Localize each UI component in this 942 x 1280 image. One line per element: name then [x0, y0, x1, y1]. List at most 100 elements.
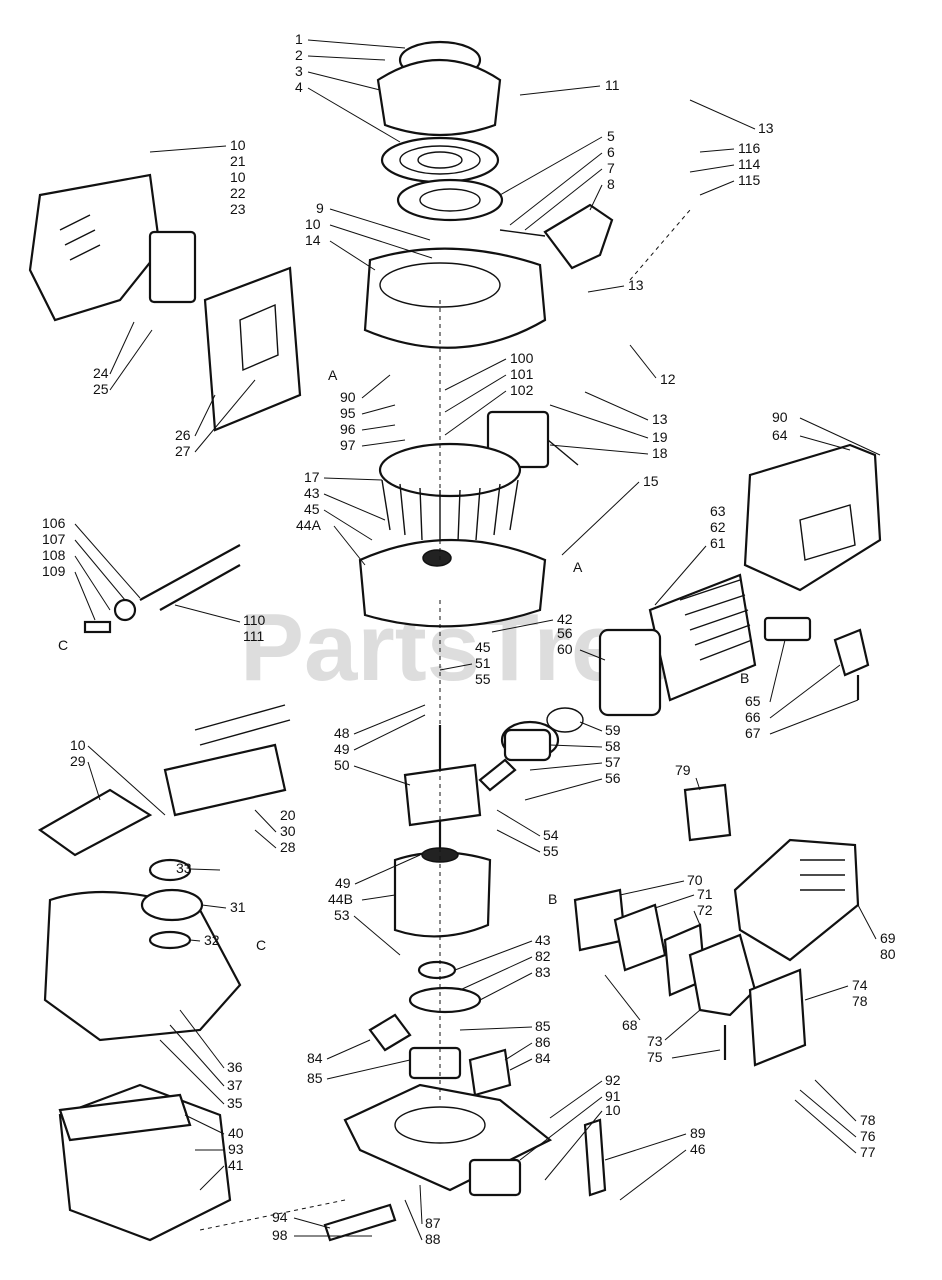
callout-3: 3 [295, 63, 303, 79]
callout-29: 29 [70, 753, 86, 769]
drive-shaft-part[interactable] [83, 544, 241, 634]
callout-66: 66 [745, 709, 761, 725]
callout-48: 48 [334, 725, 350, 741]
callout-22: 22 [230, 185, 246, 201]
callout-55b: 55 [543, 843, 559, 859]
callout-43: 43 [304, 485, 320, 501]
filter-element-part[interactable] [683, 783, 732, 842]
callout-25: 25 [93, 381, 109, 397]
callout-19: 19 [652, 429, 668, 445]
spark-plug-part[interactable] [763, 616, 870, 700]
crankshaft-part[interactable] [403, 725, 517, 848]
callout-102: 102 [510, 382, 534, 398]
starter-cover-part[interactable] [376, 40, 502, 137]
callout-73: 73 [647, 1033, 663, 1049]
marker-b: B [740, 670, 749, 686]
callout-44b: 44B [328, 891, 353, 907]
connection-lines [199, 209, 691, 1231]
marker-a: A [573, 559, 583, 575]
callout-26: 26 [175, 427, 191, 443]
marker-b: B [548, 891, 557, 907]
callout-84: 84 [535, 1050, 551, 1066]
callout-5: 5 [607, 128, 615, 144]
callout-69: 69 [880, 930, 896, 946]
callout-10c: 10 [305, 216, 321, 232]
callout-107: 107 [42, 531, 66, 547]
callout-41: 41 [228, 1157, 244, 1173]
callout-82: 82 [535, 948, 551, 964]
callout-13c: 13 [652, 411, 668, 427]
engine-cover-part[interactable] [743, 443, 882, 592]
handle-bracket-part[interactable] [163, 704, 291, 817]
callout-98: 98 [272, 1227, 288, 1243]
air-filter-cover-part[interactable] [733, 838, 860, 962]
callout-88: 88 [425, 1231, 441, 1247]
callout-54: 54 [543, 827, 559, 843]
callout-21: 21 [230, 153, 246, 169]
callout-8: 8 [607, 176, 615, 192]
rewind-spring-part[interactable] [380, 136, 500, 184]
fuel-tank-part[interactable] [43, 858, 242, 1042]
callout-24: 24 [93, 365, 109, 381]
crankcase-half-a-part[interactable] [358, 538, 547, 628]
callout-45b: 45 [475, 639, 491, 655]
muffler-part[interactable] [148, 230, 302, 432]
carburetor-part[interactable] [573, 888, 807, 1067]
callout-10: 10 [230, 137, 246, 153]
guard-part[interactable] [58, 1083, 232, 1242]
clutch-part[interactable] [368, 960, 512, 1097]
callout-13b: 13 [628, 277, 644, 293]
callout-45: 45 [304, 501, 320, 517]
callout-61: 61 [710, 535, 726, 551]
callout-65: 65 [745, 693, 761, 709]
marker-c: C [256, 937, 266, 953]
callout-58: 58 [605, 738, 621, 754]
callout-10d: 10 [70, 737, 86, 753]
throttle-lever-part[interactable] [323, 1118, 607, 1242]
muffler-shield-part[interactable] [28, 173, 162, 322]
callout-80: 80 [880, 946, 896, 962]
callout-35: 35 [227, 1095, 243, 1111]
crankcase-half-b-part[interactable] [393, 847, 492, 938]
callout-74: 74 [852, 977, 868, 993]
callout-28: 28 [280, 839, 296, 855]
callout-50: 50 [334, 757, 350, 773]
callout-78b: 78 [860, 1112, 876, 1128]
callout-68: 68 [622, 1017, 638, 1033]
marker-c: C [58, 637, 68, 653]
callout-1: 1 [295, 31, 303, 47]
callout-9: 9 [316, 200, 324, 216]
callout-46: 46 [690, 1141, 706, 1157]
callout-76: 76 [860, 1128, 876, 1144]
strap-part[interactable] [37, 788, 153, 857]
callout-37: 37 [227, 1077, 243, 1093]
callout-13: 13 [758, 120, 774, 136]
callout-94: 94 [272, 1209, 288, 1225]
callout-83: 83 [535, 964, 551, 980]
callout-7: 7 [607, 160, 615, 176]
callout-85: 85 [535, 1018, 551, 1034]
handle-part[interactable] [499, 203, 614, 270]
cylinder-part[interactable] [598, 573, 757, 717]
fan-housing-part[interactable] [363, 247, 547, 349]
callout-75: 75 [647, 1049, 663, 1065]
callout-70: 70 [687, 872, 703, 888]
callout-63: 63 [710, 503, 726, 519]
flywheel-part[interactable] [378, 442, 522, 543]
callout-14: 14 [305, 232, 321, 248]
callout-32: 32 [204, 932, 220, 948]
callout-40: 40 [228, 1125, 244, 1141]
callout-92: 92 [605, 1072, 621, 1088]
callout-115: 115 [738, 172, 761, 188]
callout-116: 116 [738, 140, 761, 156]
pulley-part[interactable] [396, 178, 504, 222]
callout-51: 51 [475, 655, 491, 671]
piston-part[interactable] [500, 707, 584, 762]
callout-12: 12 [660, 371, 676, 387]
callout-15: 15 [643, 473, 659, 489]
callout-27: 27 [175, 443, 191, 459]
callout-96: 96 [340, 421, 356, 437]
callout-100: 100 [510, 350, 534, 366]
callout-67: 67 [745, 725, 761, 741]
